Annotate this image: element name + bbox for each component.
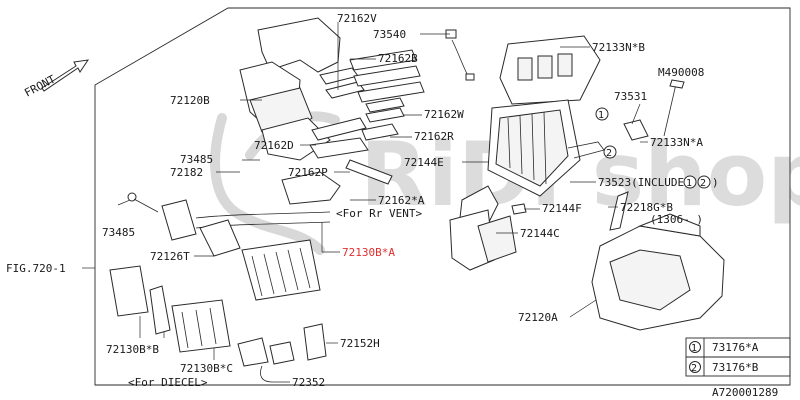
gasket-72218GB: [609, 191, 629, 231]
flaps-72162: [309, 49, 425, 185]
label-72162D: 72162D: [254, 139, 294, 152]
harness-72152H: [237, 323, 327, 383]
bracket-72126T: [161, 199, 241, 257]
label-72120A: 72120A: [518, 311, 558, 324]
svg-text:2: 2: [700, 178, 706, 189]
label-73523: 73523(INCLUDE: [598, 176, 684, 189]
svg-text:73176*B: 73176*B: [712, 361, 759, 374]
svg-text:2: 2: [606, 148, 612, 159]
svg-text:73176*A: 73176*A: [712, 341, 759, 354]
front-label: FRONT: [22, 72, 58, 99]
label-72162B: 72162B: [378, 52, 418, 65]
svg-text:1: 1: [691, 343, 697, 354]
label-72133NA: 72133N*A: [650, 136, 703, 149]
label-72182: 72182: [170, 166, 203, 179]
include-markers: 1 2 ): [683, 175, 719, 189]
label-72162W: 72162W: [424, 108, 464, 121]
marker-1: 1: [595, 107, 609, 121]
marker-legend: 1 73176*A 2 73176*B: [685, 337, 791, 377]
label-73485-left: 73485: [102, 226, 135, 239]
leader-lines: [117, 22, 648, 383]
screw-M490008: [663, 79, 685, 137]
label-72144F: 72144F: [542, 202, 582, 215]
label-72133NB: 72133N*B: [592, 41, 645, 54]
label-72162R: 72162R: [414, 130, 454, 143]
label-72352: 72352: [292, 376, 325, 389]
legend-row-2: 2 73176*B: [689, 361, 759, 374]
legend-row-1: 1 73176*A: [689, 341, 759, 354]
upper-housing-72120B: [239, 17, 341, 161]
label-72126T: 72126T: [150, 250, 190, 263]
core-72133NA: [487, 99, 605, 197]
part-labels: 72162V 73540 72133N*B 72162B M490008 721…: [6, 12, 719, 389]
svg-text:): ): [712, 176, 719, 189]
filter-72130BC: [171, 299, 231, 353]
for-diesel-note: <For DIECEL>: [128, 376, 208, 389]
marker-2: 2: [603, 145, 617, 159]
label-M490008: M490008: [658, 66, 704, 79]
label-72144C: 72144C: [520, 227, 560, 240]
rear-vent-duct: [195, 171, 341, 229]
label-72130BA: 72130B*A: [342, 246, 395, 259]
label-72162V-top: 72162V: [337, 12, 377, 25]
svg-text:1: 1: [598, 110, 604, 121]
drawing-number: A720001289: [712, 386, 778, 399]
svg-text:2: 2: [691, 363, 697, 374]
date-range-note: (1306- ): [650, 213, 703, 226]
label-72162A: 72162*A: [378, 194, 425, 207]
label-72152H: 72152H: [340, 337, 380, 350]
assembly-frame: [94, 7, 791, 386]
case-72133NB: [499, 35, 601, 105]
bolt-73485-left: [127, 192, 159, 213]
label-73531: 73531: [614, 90, 647, 103]
svg-text:1: 1: [686, 178, 692, 189]
label-72162P: 72162P: [288, 166, 328, 179]
filter-72130BB: [109, 265, 171, 335]
label-72120B: 72120B: [170, 94, 210, 107]
lower-housing-72120A: [591, 213, 725, 331]
watermark: RiDi shop: [210, 103, 800, 255]
label-72144E: 72144E: [404, 156, 444, 169]
actuator-73540: [445, 29, 475, 81]
label-73540: 73540: [373, 28, 406, 41]
for-rr-vent-note: <For Rr VENT>: [336, 207, 422, 220]
label-72218GB: 72218G*B: [620, 201, 673, 214]
bracket-73531: [623, 119, 649, 141]
label-73485-top: 73485: [180, 153, 213, 166]
watermark-text: RiDi shop: [360, 123, 800, 226]
label-72130BB: 72130B*B: [106, 343, 159, 356]
filter-72130BA: [241, 239, 321, 301]
label-72130BC: 72130B*C: [180, 362, 233, 375]
duct-72144: [449, 185, 527, 271]
front-arrow: FRONT: [22, 59, 90, 100]
figure-reference: FIG.720-1: [6, 262, 66, 275]
